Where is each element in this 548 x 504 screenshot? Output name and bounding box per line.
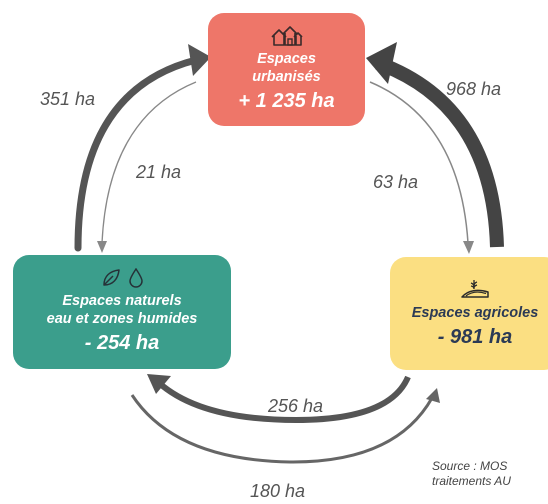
arrow-naturels-to-urbanises [74, 56, 200, 252]
node-naturels-name-line1: Espaces naturels [62, 293, 182, 309]
arrowhead-urbanises-to-agricoles [463, 241, 474, 254]
arrow-urbanises-to-naturels [101, 81, 197, 244]
node-agricoles-change: - 981 ha [437, 325, 513, 348]
leaf-drop-icon [101, 268, 143, 288]
arrowhead-naturels-to-agricoles [426, 388, 440, 403]
node-urbanises-name-line1: Espaces [257, 50, 316, 67]
flow-label-naturels-to-urbanises: 351 ha [40, 89, 96, 109]
flow-label-naturels-to-agricoles: 180 ha [250, 481, 306, 501]
node-naturels: Espaces naturels eau et zones humides - … [13, 255, 231, 369]
node-urbanises: Espaces urbanisés + 1 235 ha [208, 13, 365, 126]
arrow-naturels-to-agricoles [130, 394, 434, 464]
node-naturels-name-line2: eau et zones humides [46, 311, 198, 327]
source-line-2: traitements AU [432, 474, 511, 488]
leaf-icon [103, 269, 120, 286]
node-agricoles-name: Espaces agricoles [411, 304, 539, 321]
drop-icon [129, 268, 143, 288]
node-agricoles: Espaces agricoles - 981 ha [390, 257, 548, 370]
field-icon [460, 278, 490, 300]
arrowhead-naturels-to-urbanises [188, 44, 211, 76]
flow-label-urbanises-to-agricoles: 63 ha [373, 172, 419, 192]
arrow-agricoles-to-naturels [155, 375, 411, 424]
arrow-urbanises-to-agricoles [369, 81, 469, 244]
flow-label-agricoles-to-urbanises: 968 ha [446, 79, 502, 99]
arrowhead-agricoles-to-urbanises [366, 42, 397, 84]
arrowhead-urbanises-to-naturels [97, 241, 107, 253]
houses-icon [270, 25, 303, 46]
node-urbanises-change: + 1 235 ha [238, 89, 335, 112]
flow-label-urbanises-to-naturels: 21 ha [136, 162, 182, 182]
flow-label-agricoles-to-naturels: 256 ha [268, 396, 324, 416]
arrow-agricoles-to-urbanises [375, 56, 504, 248]
arrowhead-agricoles-to-naturels [147, 374, 171, 394]
node-naturels-change: - 254 ha [84, 332, 160, 354]
source-line-1: Source : MOS [432, 459, 508, 473]
node-urbanises-name-line2: urbanisés [252, 68, 321, 85]
source-note: Source : MOS traitements AU [432, 459, 511, 489]
